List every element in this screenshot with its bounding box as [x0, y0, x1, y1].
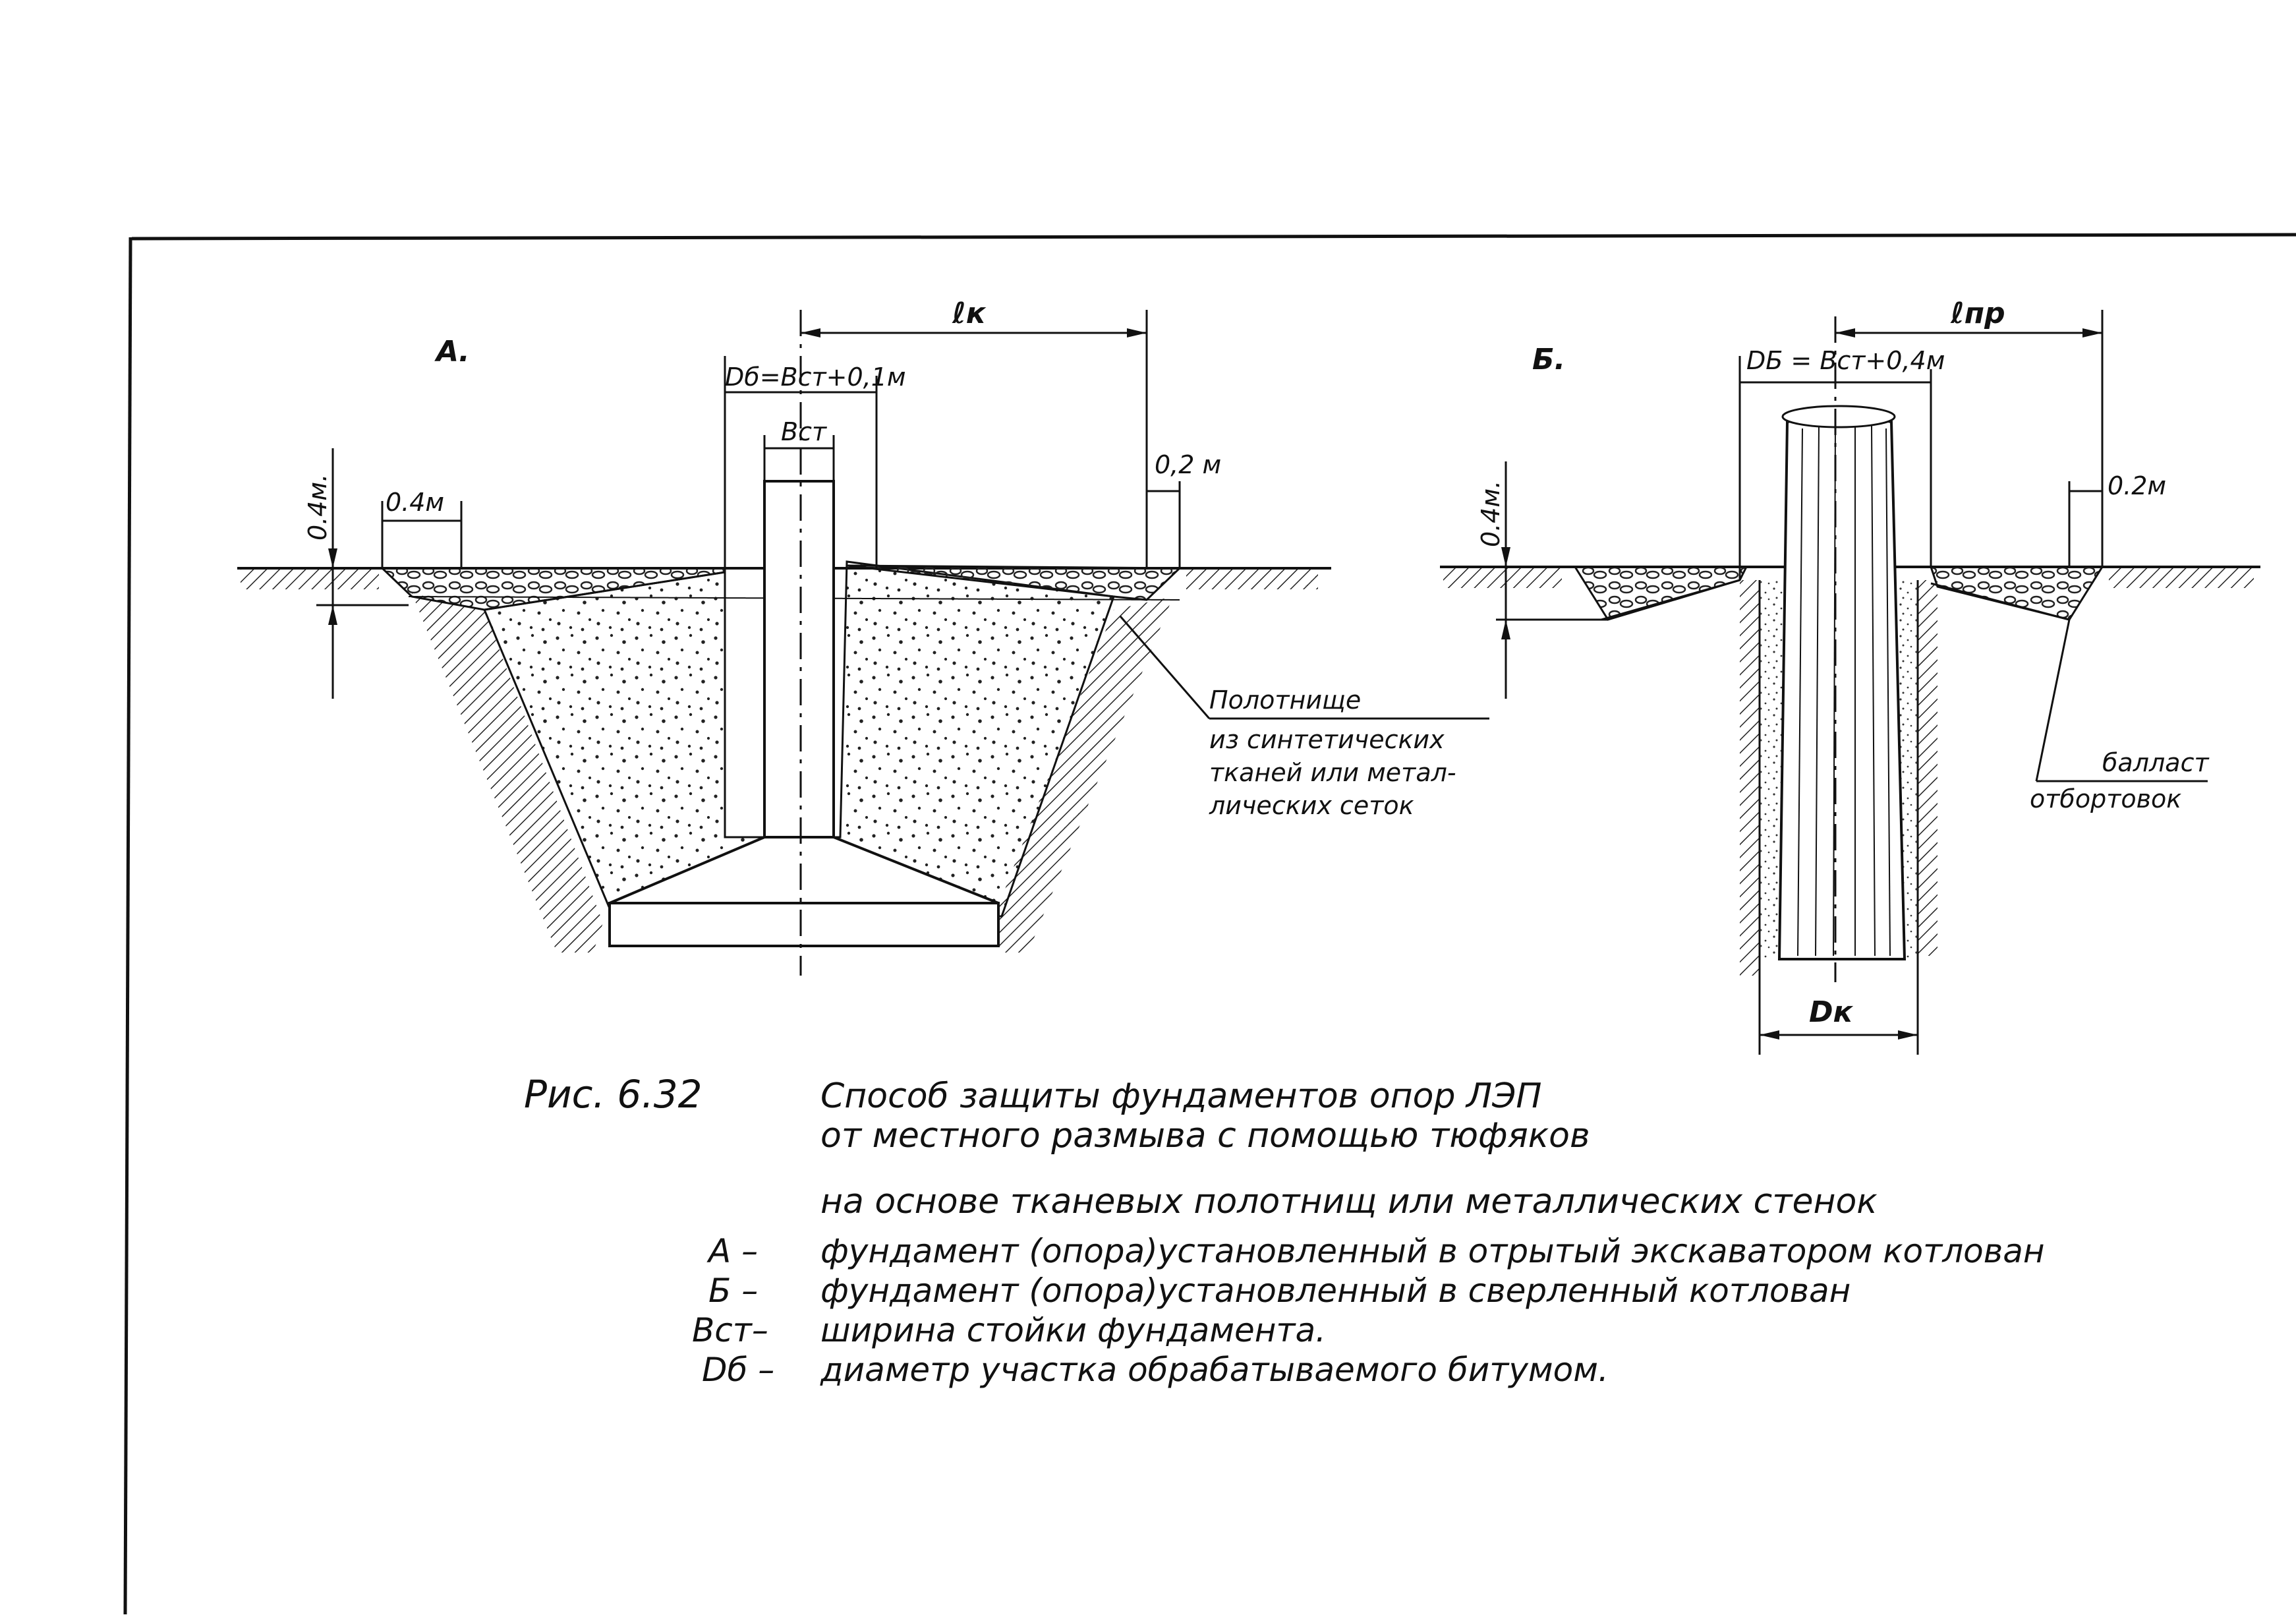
dim-02-a: 0,2 м [1147, 450, 1221, 568]
excavation-walls [412, 593, 1173, 953]
panel-a-label: А. [434, 335, 470, 368]
dk-label: Dк [1809, 995, 1854, 1029]
fabric-sheet-b [1601, 579, 1740, 621]
dim-04-vert-a: 0.4м. [303, 448, 409, 699]
db-formula-a: Dб=Вст+0,1м [725, 363, 906, 392]
legend-key-a: А – [706, 1232, 758, 1270]
caption-title-line-1: Способ защиты фундаментов опор ЛЭП [820, 1076, 1542, 1116]
lk-label: ℓк [952, 297, 987, 330]
legend-text-bst: ширина стойки фундамента. [820, 1311, 1326, 1349]
page-frame [123, 233, 2296, 1615]
note-b: балласт отбортовок [2030, 619, 2210, 813]
note-b-line-1: балласт [2102, 748, 2210, 777]
legend-key-b: Б – [708, 1272, 758, 1310]
foundation-post-a [608, 480, 1000, 947]
dim-db-a: Dб=Вст+0,1м [724, 356, 906, 568]
dim-lk: ℓк [801, 297, 1148, 568]
figure-caption: Рис. 6.32 Способ защиты фундаментов опор… [524, 1072, 2045, 1389]
pile-b [1777, 405, 1907, 960]
note-b-line-2: отбортовок [2030, 784, 2181, 813]
stone-ballast-b-right [1929, 566, 2104, 621]
note-a-line-4: лических сеток [1209, 791, 1414, 820]
dim-dk: Dк [1758, 962, 1919, 1055]
d02-label-a: 0,2 м [1155, 450, 1221, 479]
legend-text-db: диаметр участка обрабатываемого битумом. [820, 1351, 1609, 1389]
panel-a: А. ℓк [237, 297, 1489, 976]
note-a-line-3: тканей или метал- [1209, 758, 1456, 787]
legend-key-db: Dб – [702, 1351, 774, 1389]
lpr-label: ℓпр [1950, 297, 2005, 330]
legend-key-bst: Вст– [692, 1311, 768, 1349]
dim-lpr: ℓпр [1835, 297, 2104, 567]
d04-vert-label-b: 0.4м. [1476, 481, 1505, 547]
fabric-sheet-b-right [1930, 582, 2070, 621]
note-a-line-2: из синтетических [1209, 725, 1445, 754]
dim-04-vert-b: 0.4м. [1476, 461, 1608, 699]
bst-label: Вст [781, 417, 828, 446]
d04-horiz-label-a: 0.4м [386, 488, 444, 517]
dim-02-b: 0.2м [2068, 471, 2166, 567]
d02-label-b: 0.2м [2108, 471, 2166, 500]
d04-vert-label-a: 0.4м. [303, 474, 332, 541]
figure-number: Рис. 6.32 [524, 1072, 703, 1117]
stone-ballast-b-left [1573, 566, 1748, 621]
caption-title-line-2: от местного размыва с помощью тюфяков [820, 1116, 1590, 1156]
dim-04-horiz-a: 0.4м [381, 488, 463, 568]
db-formula-b: DБ = Вст+0,4м [1746, 346, 1945, 375]
note-a: Полотнище из синтетических тканей или ме… [1119, 616, 1489, 820]
stone-ballast-a [380, 567, 726, 611]
panel-b-label: Б. [1532, 343, 1565, 376]
legend: А – фундамент (опора)установленный в отр… [692, 1232, 2045, 1389]
panel-b: Б. [1440, 297, 2260, 1055]
note-a-line-1: Полотнище [1209, 686, 1361, 715]
caption-title-line-3: на основе тканевых полотнищ или металлич… [820, 1182, 1878, 1221]
legend-text-a: фундамент (опора)установленный в отрытый… [820, 1232, 2045, 1270]
dim-bst: Вст [763, 417, 835, 481]
dim-db-b: DБ = Вст+0,4м [1738, 346, 1945, 580]
legend-text-b: фундамент (опора)установленный в сверлен… [820, 1272, 1851, 1310]
